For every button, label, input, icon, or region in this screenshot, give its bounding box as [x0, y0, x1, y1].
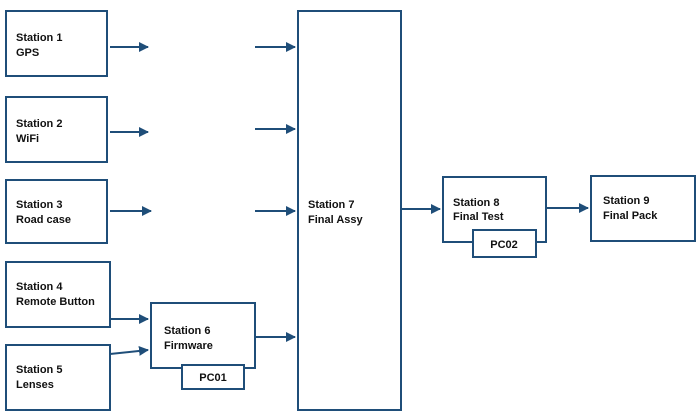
station-5-box: Station 5 Lenses — [5, 344, 111, 411]
station-3-box: Station 3 Road case — [5, 179, 108, 244]
station-9-sub: Final Pack — [603, 210, 658, 222]
station-5-sub: Lenses — [16, 379, 54, 391]
station-4-box: Station 4 Remote Button — [5, 261, 111, 328]
station-8-sub: Final Test — [453, 211, 504, 223]
station-4-name: Station 4 — [16, 281, 63, 293]
pc01-box: PC01 — [181, 364, 245, 390]
station-1-name: Station 1 — [16, 32, 62, 44]
station-4-sub: Remote Button — [16, 296, 95, 308]
pc02-box: PC02 — [472, 229, 537, 258]
station-5-name: Station 5 — [16, 364, 62, 376]
station-3-sub: Road case — [16, 214, 71, 226]
station-1-sub: GPS — [16, 47, 39, 59]
station-2-name: Station 2 — [16, 118, 62, 130]
station-2-box: Station 2 WiFi — [5, 96, 108, 163]
station-7-box: Station 7 Final Assy — [297, 10, 402, 411]
station-6-sub: Firmware — [164, 340, 213, 352]
arrow-s5-to-s6 — [109, 345, 149, 356]
station-9-name: Station 9 — [603, 195, 649, 207]
station-7-sub: Final Assy — [308, 214, 363, 226]
station-7-name: Station 7 — [308, 199, 354, 211]
station-2-sub: WiFi — [16, 133, 39, 145]
station-6-box: Station 6 Firmware — [150, 302, 256, 369]
station-1-box: Station 1 GPS — [5, 10, 108, 77]
station-8-name: Station 8 — [453, 197, 499, 209]
station-9-box: Station 9 Final Pack — [590, 175, 696, 242]
pc02-label: PC02 — [490, 239, 518, 251]
station-3-name: Station 3 — [16, 199, 62, 211]
station-6-name: Station 6 — [164, 325, 210, 337]
pc01-label: PC01 — [199, 372, 227, 384]
